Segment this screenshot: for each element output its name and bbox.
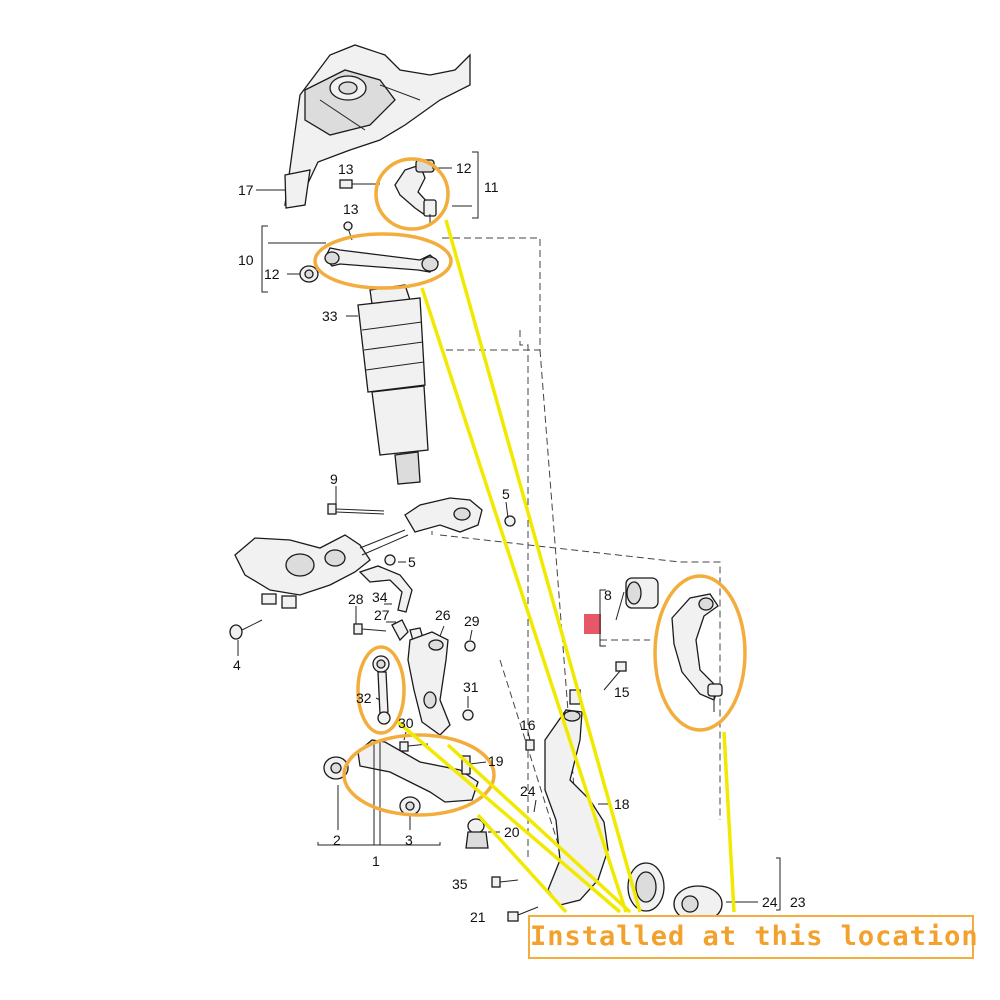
- callout-5-mid: 5: [408, 554, 416, 570]
- callout-20: 20: [504, 824, 520, 840]
- highlight-rings: [313, 157, 747, 817]
- callout-31: 31: [463, 679, 479, 695]
- ball-joint-20: [465, 818, 489, 849]
- bracket-34: [358, 554, 413, 613]
- callout-28: 28: [348, 591, 364, 607]
- callout-10: 10: [238, 252, 254, 268]
- bolt-13-upper: [339, 179, 380, 189]
- nut-29: [464, 640, 476, 652]
- callout-11: 11: [484, 179, 499, 195]
- callout-24-right: 24: [762, 894, 778, 910]
- callout-30: 30: [398, 715, 414, 731]
- callout-18: 18: [614, 796, 630, 812]
- bolt-16: [525, 739, 535, 751]
- callout-4: 4: [233, 657, 241, 673]
- callout-15: 15: [614, 684, 630, 700]
- air-strut-33: [357, 284, 429, 485]
- callout-5-top: 5: [502, 486, 510, 502]
- callout-numbers: 17 13 12 11 13 10 12 33 9 5 5 34 28 27 2…: [233, 160, 806, 925]
- callout-2: 2: [333, 832, 341, 848]
- bushing-8: [625, 577, 659, 609]
- subframe-bracket: [404, 497, 516, 533]
- leader-lines: [237, 151, 781, 911]
- link-32: [372, 655, 391, 725]
- callout-19: 19: [488, 753, 504, 769]
- callout-34: 34: [372, 589, 388, 605]
- nut-31: [462, 709, 474, 721]
- callout-24-left: 24: [520, 783, 536, 799]
- bolt-15: [603, 661, 627, 691]
- callout-23: 23: [790, 894, 806, 910]
- callout-16: 16: [520, 717, 536, 733]
- bolt-28: [353, 623, 387, 635]
- callout-8: 8: [604, 587, 612, 603]
- callout-26: 26: [435, 607, 451, 623]
- upper-control-arm-11: [394, 159, 437, 226]
- assembly-dash-lines: [431, 237, 721, 860]
- pointer-lines: [396, 219, 736, 914]
- bracket-26: [407, 631, 451, 736]
- bolt-35: [491, 876, 519, 888]
- strut-tower-bracket-17: [284, 44, 471, 209]
- callout-21: 21: [470, 909, 486, 925]
- control-arm-7: [671, 593, 723, 712]
- upper-control-arm-10: [299, 247, 439, 283]
- callout-29: 29: [464, 613, 480, 629]
- callout-9: 9: [330, 471, 338, 487]
- bolt-21: [507, 906, 539, 922]
- callout-32: 32: [356, 690, 372, 706]
- callout-35: 35: [452, 876, 468, 892]
- callout-13-mid: 13: [343, 201, 359, 217]
- callout-17: 17: [238, 182, 254, 198]
- callout-1: 1: [372, 853, 380, 869]
- callout-12-top: 12: [456, 160, 472, 176]
- callout-12-left: 12: [264, 266, 280, 282]
- wheel-hub-23: [673, 885, 723, 923]
- callout-3: 3: [405, 832, 413, 848]
- bolt-9: [327, 503, 385, 515]
- reference-marker-7: [584, 614, 601, 634]
- callout-27: 27: [374, 607, 390, 623]
- steering-knuckle-18: [544, 689, 609, 906]
- callout-13-top: 13: [338, 161, 354, 177]
- subframe-left-assembly: [234, 529, 409, 609]
- bolt-4: [229, 619, 263, 640]
- callout-33: 33: [322, 308, 338, 324]
- installed-location-caption: Installed at this location: [528, 915, 978, 959]
